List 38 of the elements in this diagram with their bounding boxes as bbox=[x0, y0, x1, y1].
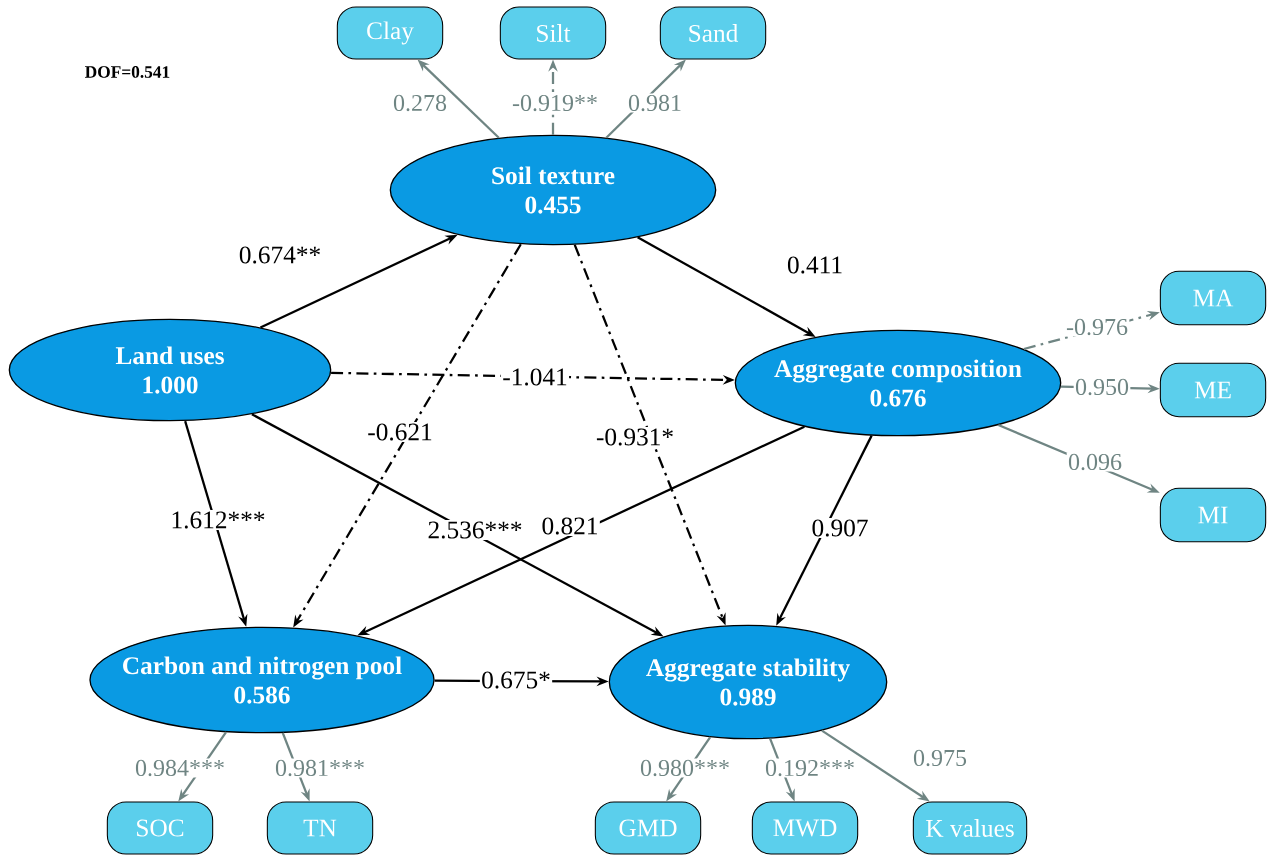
rounded-box: Clay bbox=[336, 6, 444, 60]
ellipse-node: Carbon and nitrogen pool 0.586 bbox=[89, 626, 435, 734]
rounded-box: MI bbox=[1159, 487, 1267, 543]
edge-label: 0.907 bbox=[810, 518, 870, 538]
edge-label: -0.931* bbox=[594, 427, 676, 447]
rounded-box: MA bbox=[1159, 270, 1267, 326]
fit-index-label: DOF=0.541 bbox=[85, 66, 170, 78]
edge-label: 0.411 bbox=[785, 255, 845, 275]
edge-label: 2.536*** bbox=[426, 520, 524, 540]
edge-label: 0.821 bbox=[540, 516, 600, 536]
edge-label: 0.975 bbox=[911, 748, 969, 768]
ellipse-node: Land uses 1.000 bbox=[8, 318, 332, 422]
edge-label: -0.919** bbox=[510, 93, 600, 113]
rounded-box: MWD bbox=[751, 801, 859, 855]
edge-label: 0.980*** bbox=[638, 758, 732, 778]
ellipse-node: Aggregate composition 0.676 bbox=[734, 329, 1062, 437]
edge-label: 0.984*** bbox=[133, 758, 227, 778]
edge-label: 0.278 bbox=[391, 93, 449, 113]
rounded-box: SOC bbox=[106, 801, 214, 855]
edge-label: 0.192*** bbox=[763, 758, 857, 778]
ellipse-node: Soil texture 0.455 bbox=[389, 134, 717, 246]
edge-label: 0.096 bbox=[1066, 452, 1124, 472]
edge-label: 1.612*** bbox=[169, 510, 267, 530]
edge-label: 0.674** bbox=[237, 245, 323, 265]
ellipse-node: Aggregate stability 0.989 bbox=[608, 624, 888, 740]
rounded-box: GMD bbox=[594, 801, 702, 855]
edge-label: -0.976 bbox=[1064, 317, 1130, 337]
edge-label: 0.981*** bbox=[273, 758, 367, 778]
edge-label: -1.041 bbox=[500, 367, 570, 387]
rounded-box: ME bbox=[1159, 362, 1267, 418]
edge-label: 0.950 bbox=[1073, 377, 1131, 397]
edge-label: 0.675* bbox=[479, 670, 553, 690]
rounded-box: Sand bbox=[659, 6, 767, 60]
rounded-box: K values bbox=[912, 801, 1028, 855]
rounded-box: TN bbox=[266, 801, 374, 855]
edge-label: 0.981 bbox=[626, 93, 684, 113]
edge-label: -0.621 bbox=[365, 422, 435, 442]
rounded-box: Silt bbox=[499, 6, 607, 60]
